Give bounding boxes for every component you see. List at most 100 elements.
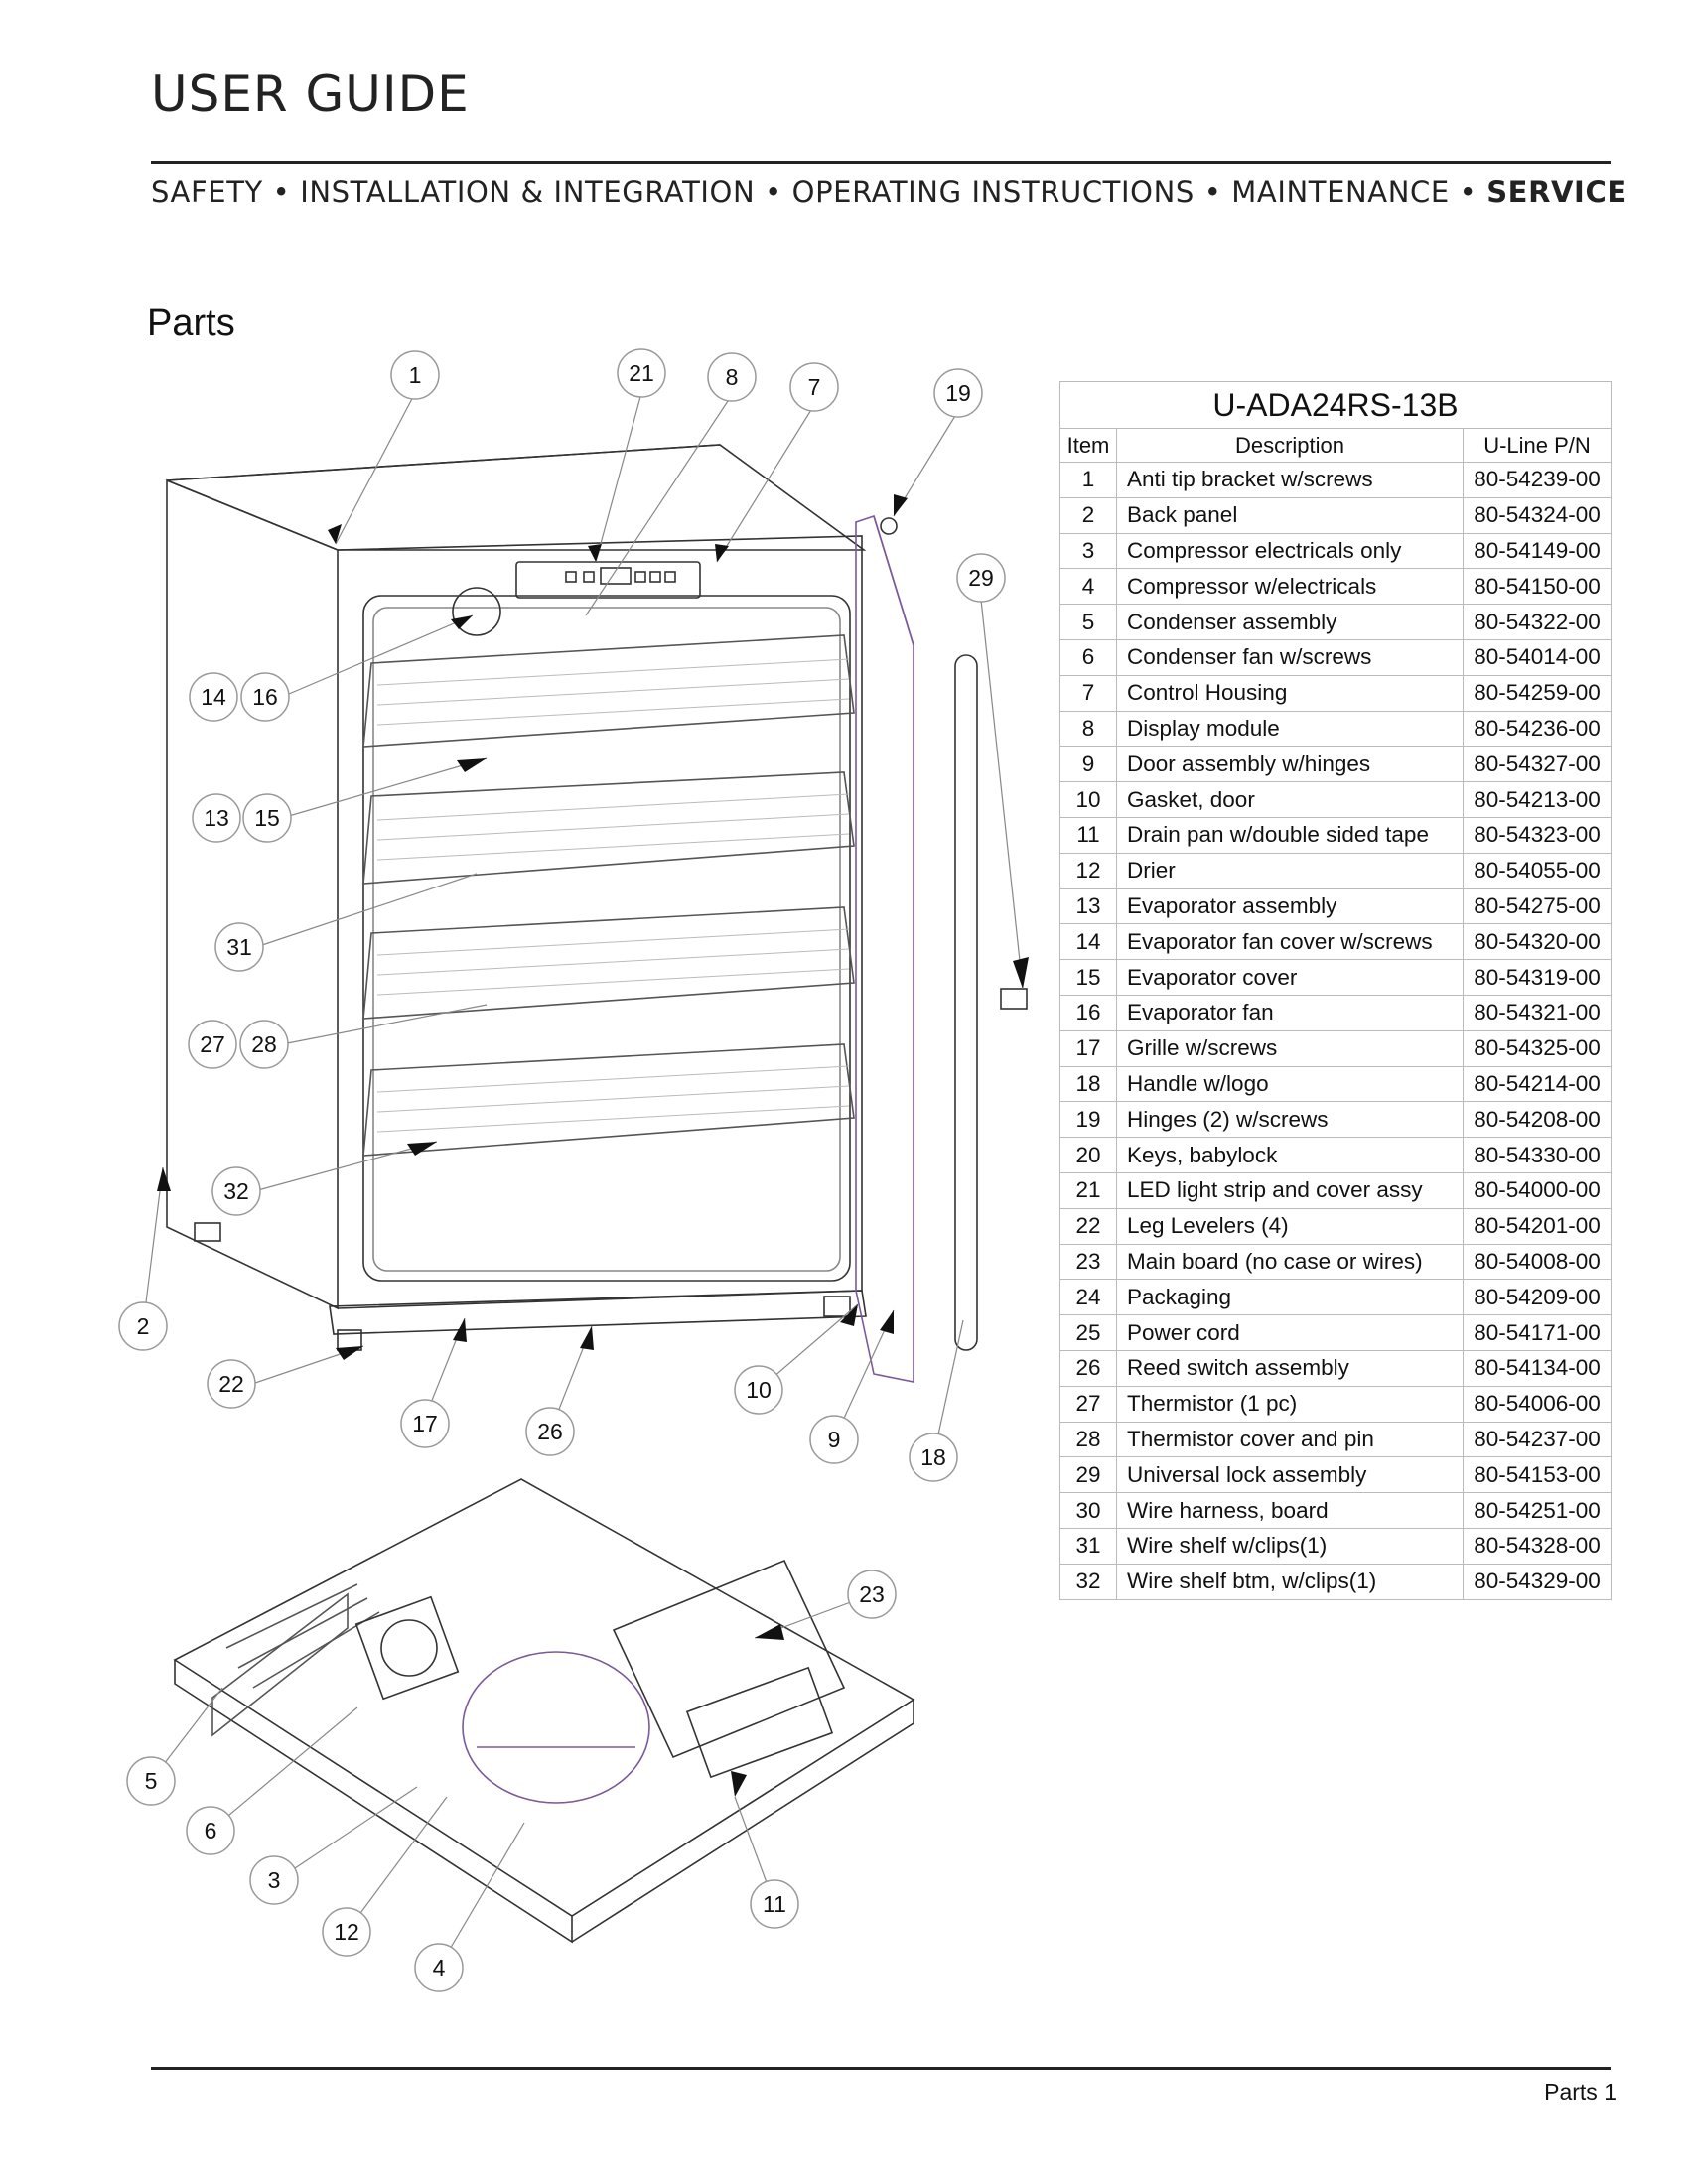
callout-2: 2 bbox=[118, 1301, 168, 1351]
svg-text:23: 23 bbox=[859, 1581, 885, 1607]
part-description: Hinges (2) w/screws bbox=[1116, 1101, 1464, 1139]
svg-text:26: 26 bbox=[537, 1419, 563, 1444]
svg-text:13: 13 bbox=[204, 805, 229, 831]
item-number: 25 bbox=[1059, 1314, 1117, 1351]
svg-text:21: 21 bbox=[629, 360, 654, 386]
nav-separator: • bbox=[1203, 175, 1222, 208]
part-description: Evaporator assembly bbox=[1116, 887, 1464, 925]
svg-text:14: 14 bbox=[201, 684, 226, 710]
part-description: Keys, babylock bbox=[1116, 1137, 1464, 1173]
callout-1: 1 bbox=[390, 350, 440, 400]
item-number: 5 bbox=[1059, 604, 1117, 640]
callout-3: 3 bbox=[249, 1855, 299, 1905]
part-number: 80-54324-00 bbox=[1463, 496, 1612, 534]
part-number: 80-54321-00 bbox=[1463, 994, 1612, 1031]
part-description: Thermistor cover and pin bbox=[1116, 1421, 1464, 1458]
part-description: Wire harness, board bbox=[1116, 1492, 1464, 1529]
callout-11: 11 bbox=[750, 1879, 799, 1929]
svg-text:10: 10 bbox=[746, 1377, 772, 1403]
part-description: Anti tip bracket w/screws bbox=[1116, 462, 1464, 498]
part-number: 80-54214-00 bbox=[1463, 1065, 1612, 1103]
item-number: 30 bbox=[1059, 1492, 1117, 1529]
svg-text:29: 29 bbox=[968, 565, 994, 591]
part-description: Compressor electricals only bbox=[1116, 532, 1464, 570]
svg-text:2: 2 bbox=[137, 1313, 150, 1339]
part-number: 80-54236-00 bbox=[1463, 710, 1612, 748]
part-description: Handle w/logo bbox=[1116, 1065, 1464, 1103]
part-number: 80-54055-00 bbox=[1463, 852, 1612, 889]
callout-31: 31 bbox=[214, 922, 264, 972]
part-number: 80-54008-00 bbox=[1463, 1243, 1612, 1281]
item-number: 26 bbox=[1059, 1349, 1117, 1387]
part-description: Evaporator fan bbox=[1116, 994, 1464, 1031]
svg-text:5: 5 bbox=[145, 1768, 158, 1794]
page-footer: Parts 1 bbox=[1544, 2079, 1617, 2105]
svg-text:31: 31 bbox=[226, 934, 252, 960]
item-number: 2 bbox=[1059, 496, 1117, 534]
part-number: 80-54171-00 bbox=[1463, 1314, 1612, 1351]
part-number: 80-54208-00 bbox=[1463, 1101, 1612, 1139]
callout-14: 14 bbox=[189, 672, 238, 722]
callout-9: 9 bbox=[809, 1415, 859, 1464]
part-description: Evaporator fan cover w/screws bbox=[1116, 923, 1464, 961]
item-number: 8 bbox=[1059, 710, 1117, 748]
callout-27: 27 bbox=[188, 1020, 237, 1069]
part-number: 80-54328-00 bbox=[1463, 1527, 1612, 1565]
callout-32: 32 bbox=[211, 1166, 261, 1216]
item-number: 17 bbox=[1059, 1029, 1117, 1067]
part-description: Thermistor (1 pc) bbox=[1116, 1385, 1464, 1423]
callout-18: 18 bbox=[909, 1433, 958, 1482]
item-number: 10 bbox=[1059, 781, 1117, 818]
nav-separator: • bbox=[765, 175, 782, 208]
callout-23: 23 bbox=[847, 1570, 897, 1619]
callout-29: 29 bbox=[956, 553, 1006, 603]
callout-15: 15 bbox=[242, 793, 292, 843]
part-number: 80-54014-00 bbox=[1463, 638, 1612, 676]
item-number: 22 bbox=[1059, 1207, 1117, 1245]
svg-text:4: 4 bbox=[433, 1955, 446, 1980]
item-number: 12 bbox=[1059, 852, 1117, 889]
nav-operating: OPERATING INSTRUCTIONS bbox=[791, 175, 1195, 208]
part-number: 80-54237-00 bbox=[1463, 1421, 1612, 1458]
part-description: Packaging bbox=[1116, 1279, 1464, 1316]
part-description: Door assembly w/hinges bbox=[1116, 746, 1464, 783]
part-description: Reed switch assembly bbox=[1116, 1349, 1464, 1387]
item-number: 15 bbox=[1059, 959, 1117, 996]
callout-12: 12 bbox=[322, 1907, 371, 1957]
callout-4: 4 bbox=[414, 1943, 464, 1992]
callout-7: 7 bbox=[789, 362, 839, 412]
callout-5: 5 bbox=[126, 1756, 176, 1806]
callout-13: 13 bbox=[192, 793, 241, 843]
section-title: Parts bbox=[147, 302, 235, 343]
item-number: 29 bbox=[1059, 1456, 1117, 1494]
svg-text:27: 27 bbox=[200, 1031, 225, 1057]
item-number: 20 bbox=[1059, 1137, 1117, 1173]
svg-text:12: 12 bbox=[334, 1919, 359, 1945]
part-description: Back panel bbox=[1116, 496, 1464, 534]
svg-text:32: 32 bbox=[223, 1178, 249, 1204]
svg-text:15: 15 bbox=[254, 805, 280, 831]
part-number: 80-54006-00 bbox=[1463, 1385, 1612, 1423]
part-number: 80-54201-00 bbox=[1463, 1207, 1612, 1245]
callout-22: 22 bbox=[207, 1359, 256, 1409]
item-number: 1 bbox=[1059, 462, 1117, 498]
